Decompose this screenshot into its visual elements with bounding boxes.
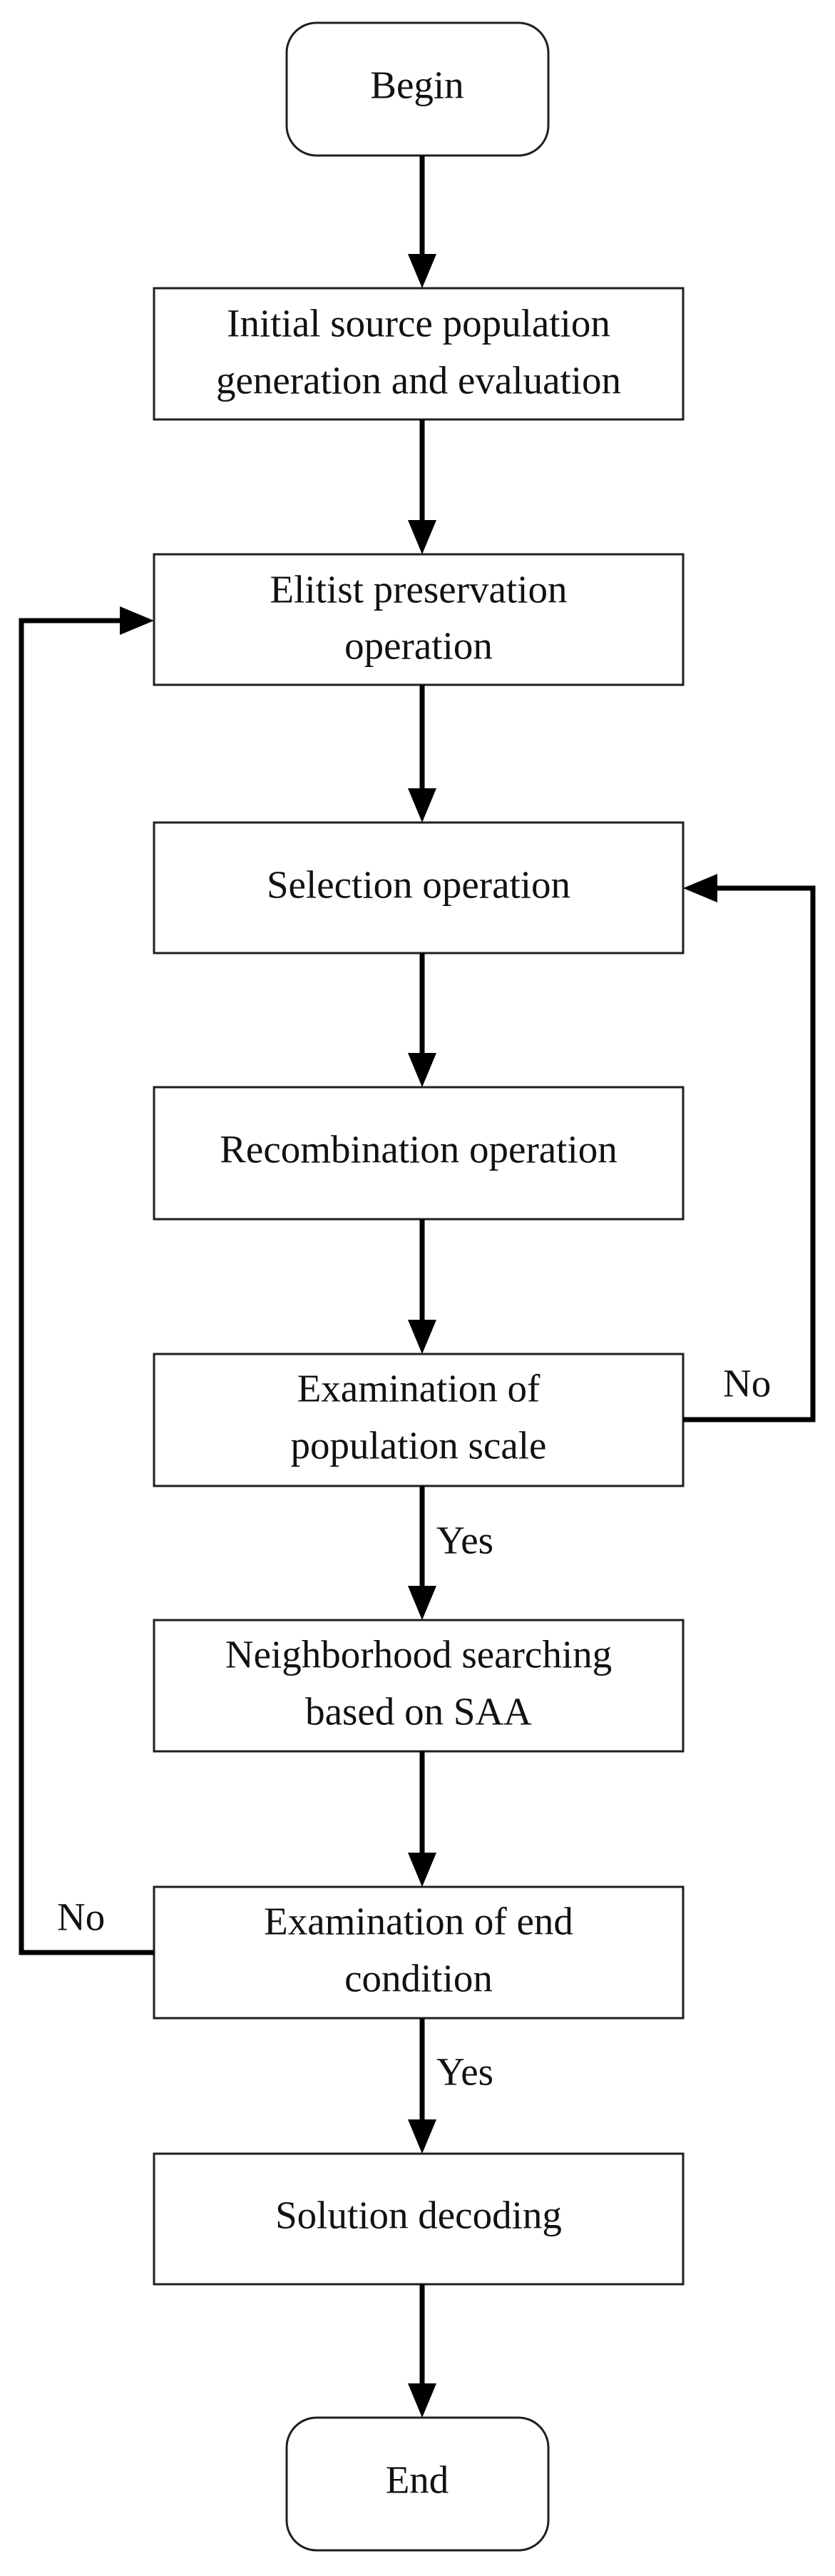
arrow-elitist-to-selection	[408, 685, 436, 823]
arrow-recombination-to-examination-scale	[408, 1219, 436, 1354]
end-label: End	[386, 2458, 449, 2502]
arrow-begin-to-initial	[408, 156, 436, 288]
arrow-neighborhood-to-examination-end	[408, 1751, 436, 1887]
solution-decoding-node: Solution decoding	[153, 2152, 685, 2286]
end-node: End	[285, 2416, 550, 2552]
initial-population-line-2: generation and evaluation	[216, 359, 621, 402]
examination-end-line-1: Examination of end	[264, 1900, 573, 1943]
neighborhood-line-1: Neighborhood searching	[225, 1633, 612, 1676]
arrow-selection-to-recombination	[408, 953, 436, 1087]
selection-label: Selection operation	[267, 863, 570, 907]
recombination-node: Recombination operation	[153, 1086, 685, 1221]
examination-end-node: Examination of end condition	[153, 1885, 685, 2020]
elitist-preservation-line-1: Elitist preservation	[270, 568, 568, 611]
examination-scale-node: Examination of population scale	[153, 1353, 685, 1487]
loop-scale-no-to-selection	[683, 874, 816, 1422]
arrow-examination-scale-to-neighborhood	[408, 1486, 436, 1620]
begin-node: Begin	[285, 21, 550, 157]
examination-end-line-2: condition	[344, 1957, 493, 2000]
examination-scale-line-2: population scale	[291, 1424, 547, 1467]
neighborhood-searching-node: Neighborhood searching based on SAA	[153, 1619, 685, 1753]
arrow-initial-to-elitist	[408, 419, 436, 554]
examination-scale-line-1: Examination of	[297, 1367, 541, 1410]
scale-no-label: No	[723, 1362, 771, 1405]
end-yes-label: Yes	[436, 2050, 493, 2094]
elitist-preservation-line-2: operation	[344, 624, 493, 668]
end-no-label: No	[57, 1895, 105, 1939]
selection-node: Selection operation	[153, 821, 685, 954]
initial-population-line-1: Initial source population	[227, 302, 610, 345]
arrow-decoding-to-end	[408, 2284, 436, 2418]
begin-label: Begin	[370, 63, 463, 107]
solution-decoding-label: Solution decoding	[275, 2194, 562, 2237]
scale-yes-label: Yes	[436, 1519, 493, 1562]
recombination-label: Recombination operation	[220, 1128, 618, 1171]
loop-end-no-to-elitist	[19, 606, 154, 1955]
arrow-examination-end-to-decoding	[408, 2018, 436, 2154]
initial-population-node: Initial source population generation and…	[153, 287, 685, 421]
neighborhood-line-2: based on SAA	[305, 1690, 532, 1734]
elitist-preservation-node: Elitist preservation operation	[153, 553, 685, 686]
